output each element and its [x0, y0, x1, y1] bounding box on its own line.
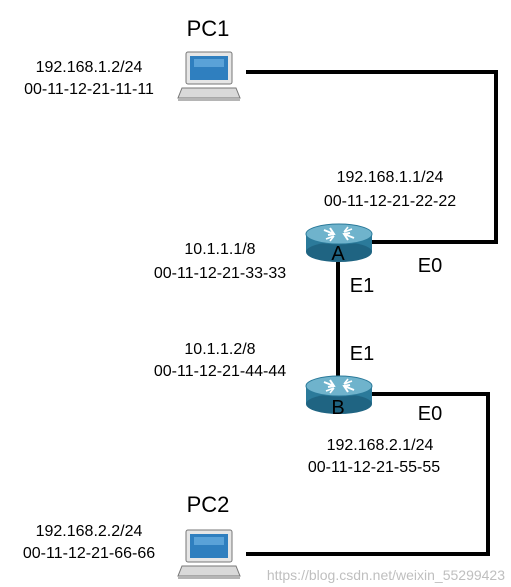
pc2-pc-icon[interactable] [176, 528, 242, 580]
pc1-pc-icon[interactable] [176, 50, 242, 102]
pc2-mac: 00-11-12-21-66-66 [22, 545, 156, 562]
router-a-e1-ip: 10.1.1.1/8 [184, 241, 256, 258]
link-pc1-router-a [246, 70, 498, 244]
router-b-name: B [331, 397, 345, 419]
router-a-e0-mac: 00-11-12-21-22-22 [323, 193, 457, 210]
router-a-e1-mac: 00-11-12-21-33-33 [153, 265, 287, 282]
router-a-e1-label: E1 [349, 275, 375, 297]
link-router-b-pc2 [246, 392, 490, 556]
router-b-e1-mac: 00-11-12-21-44-44 [153, 363, 287, 380]
watermark: https://blog.csdn.net/weixin_55299423 [266, 567, 505, 583]
router-b-e0-mac: 00-11-12-21-55-55 [307, 459, 441, 476]
router-b-e0-ip: 192.168.2.1/24 [326, 437, 434, 454]
router-b-e1-label: E1 [349, 343, 375, 365]
router-a-router-icon[interactable] [304, 222, 374, 264]
pc1-name: PC1 [186, 16, 230, 41]
pc1-ip: 192.168.1.2/24 [35, 59, 143, 76]
router-b-e0-label: E0 [417, 403, 443, 425]
router-b-e1-ip: 10.1.1.2/8 [184, 341, 256, 358]
pc2-name: PC2 [186, 492, 230, 517]
pc2-ip: 192.168.2.2/24 [35, 523, 143, 540]
pc1-mac: 00-11-12-21-11-11 [24, 81, 154, 98]
router-a-name: A [331, 243, 345, 265]
router-a-e0-label: E0 [417, 255, 443, 277]
router-a-e0-ip: 192.168.1.1/24 [336, 169, 444, 186]
router-b-router-icon[interactable] [304, 374, 374, 416]
